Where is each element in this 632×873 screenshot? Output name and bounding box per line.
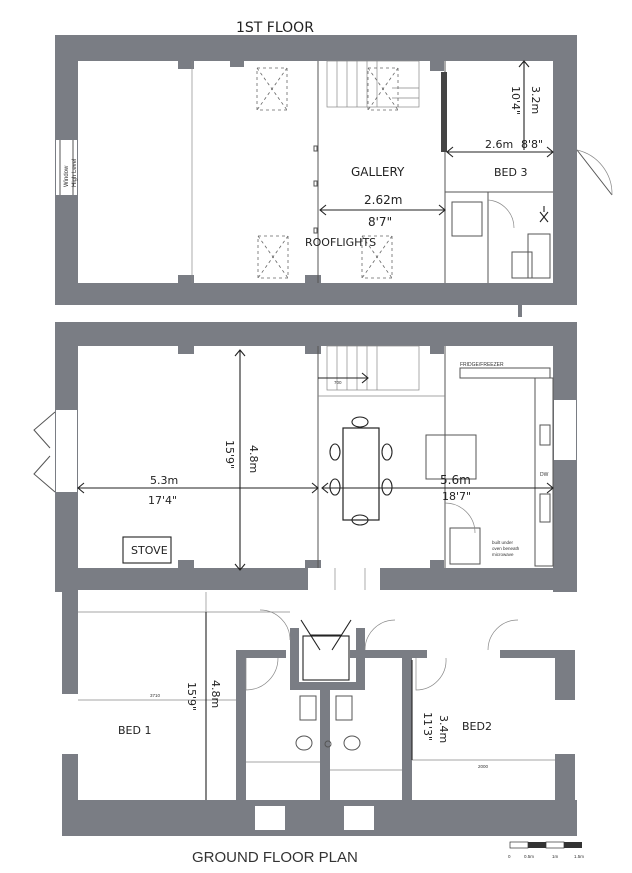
gallery-width-ft: 8'7": [368, 215, 392, 229]
bed3-label: BED 3: [494, 166, 527, 179]
scale-bar: 0 0.5m 1m 1.5m: [508, 841, 584, 859]
living-depth-ft: 15'9": [223, 440, 236, 469]
bed3-depth-ft: 10'4": [509, 86, 522, 115]
bed1-depth-m: 4.8m: [209, 680, 222, 708]
stove-label: STOVE: [131, 544, 168, 557]
kitchen-width-m: 5.6m: [440, 473, 471, 487]
rooflights-label: ROOFLIGHTS: [305, 236, 376, 249]
scale-label-1: 0.5m: [524, 854, 534, 859]
scale-label-2: 1m: [552, 854, 559, 859]
ground-floor-walls: [55, 322, 577, 836]
ground-floor-interior: [33, 345, 555, 800]
fridge-label: FRIDGE/FREEZER: [460, 362, 504, 368]
oven-label-1: built under: [492, 540, 514, 545]
window-label-level: High Level: [72, 159, 78, 187]
dw-label: DW: [540, 472, 549, 478]
scale-label-0: 0: [508, 854, 511, 859]
bed1-depth-ft: 15'9": [185, 682, 198, 711]
living-depth-m: 4.8m: [247, 445, 260, 473]
oven-label-3: microwave: [492, 552, 514, 557]
kitchen-width-ft: 18'7": [442, 490, 471, 503]
first-floor-window: Window High Level: [59, 140, 78, 195]
stair-note: 700: [334, 380, 342, 385]
bed3-width-ft: 8'8": [521, 138, 543, 151]
window-label: Window: [64, 165, 70, 187]
living-width-ft: 17'4": [148, 494, 177, 507]
bed2-depth-m: 3.4m: [437, 715, 450, 743]
bed3-depth-m: 3.2m: [529, 86, 542, 114]
first-floor-heading: 1ST FLOOR: [236, 20, 314, 36]
oven-label-2: oven beneath: [492, 546, 520, 551]
bed1-dim-small: 3710: [150, 693, 161, 698]
plan-title: GROUND FLOOR PLAN: [192, 849, 358, 866]
gallery-width-m: 2.62m: [364, 193, 402, 207]
bed2-depth-ft: 11'3": [421, 712, 434, 741]
first-floor-interior: [191, 60, 613, 283]
bed2-label: BED2: [462, 720, 492, 733]
scale-label-3: 1.5m: [574, 854, 584, 859]
bed1-label: BED 1: [118, 724, 151, 737]
first-floor-walls: [55, 35, 577, 317]
bed3-width-m: 2.6m: [485, 138, 513, 151]
living-width-m: 5.3m: [150, 474, 178, 487]
gallery-label: GALLERY: [351, 165, 405, 179]
bed2-dim-small: 2000: [478, 764, 489, 769]
